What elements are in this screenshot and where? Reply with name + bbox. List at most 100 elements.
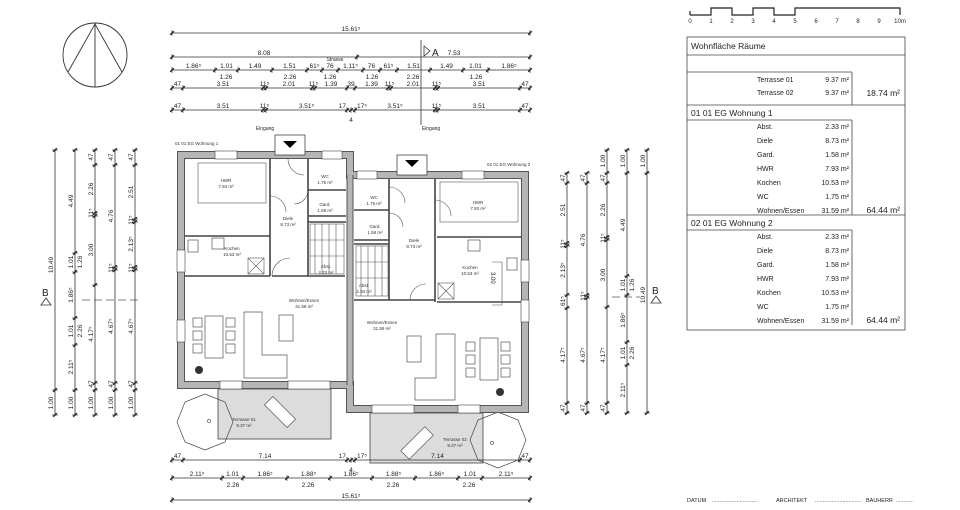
room-terrasse-1-area: 9.37 m²: [236, 423, 252, 428]
dimension-label: 1.00: [620, 154, 627, 167]
terrace-row-area: 9.37 m²: [825, 77, 849, 84]
dimension-label: 47: [128, 380, 135, 388]
scale-tick-label: 8: [856, 19, 860, 25]
dimension-label: 1.01: [620, 346, 627, 359]
dimension-label: 2.26: [227, 482, 240, 489]
unit-room-row-name: WC: [757, 304, 769, 311]
dimension-label: 3.51: [217, 81, 230, 88]
dimension-label: 2.26: [77, 324, 84, 337]
dimension-label: 1.00: [640, 154, 647, 167]
dimension-label: 47: [600, 174, 607, 182]
dimension-label: 1.26: [220, 74, 233, 81]
room-wohnen-2-name: Wohnen/Essen: [367, 320, 398, 325]
dimension-label: 11⁵: [128, 263, 135, 273]
sun-lounger-icon: [263, 395, 434, 460]
dimension-label: 2.26: [88, 182, 95, 195]
dimension-label: 17⁵: [357, 453, 367, 460]
dimension-label: 47: [174, 103, 182, 110]
room-wohnen-2-area: 31.59 m²: [373, 326, 391, 331]
unit-room-row-name: Kochen: [757, 180, 781, 187]
dimension-label: 11⁵: [88, 208, 95, 218]
svg-text:..............................: ..............................: [815, 498, 861, 504]
dimension-label: 2.26: [387, 482, 400, 489]
dimension-label: 47: [560, 174, 567, 182]
unit-room-row-area: 7.93 m²: [825, 276, 849, 283]
plant-icon: [195, 366, 504, 396]
dimension-label: 7.14: [259, 453, 272, 460]
unit-room-row-name: Abst.: [757, 124, 773, 131]
unit-title: 01 01 EG Wohnung 1: [691, 108, 773, 118]
dimension-label: 76: [368, 63, 376, 70]
section-marker-a: A: [420, 40, 439, 125]
dimension-label: 1.86⁵: [620, 312, 627, 328]
scale-tick-label: 7: [835, 19, 839, 25]
umbrella-icon: [176, 393, 527, 469]
room-abst-2-area: 2.33 m²: [356, 289, 372, 294]
unit-room-row-area: 10.53 m²: [821, 290, 849, 297]
dimension-label: 1.26: [470, 74, 483, 81]
dimension-label: 3.51: [217, 103, 230, 110]
unit-room-row-name: HWR: [757, 166, 774, 173]
dimension-label: 1.88⁵: [301, 471, 317, 478]
dimension-label: 7.53: [448, 50, 461, 57]
dimension-label: 1.49: [440, 63, 453, 70]
dimension-label: 47: [521, 453, 529, 460]
entrance-label-2: Eingang: [422, 126, 441, 132]
scale-tick-label: 1: [709, 19, 713, 25]
unit-room-row-name: HWR: [757, 276, 774, 283]
dimension-label: 1.11⁵: [343, 63, 358, 70]
dimension-label: 2.11⁵: [620, 382, 627, 397]
dimension-label: 1.26: [366, 74, 379, 81]
room-hwr-1-name: HWR: [221, 178, 232, 183]
dimension-label: 2.01: [407, 81, 420, 88]
dimension-label: 3.00: [88, 243, 95, 256]
dimension-label: 1.00: [128, 396, 135, 409]
svg-text:ARCHITEKT: ARCHITEKT: [776, 498, 808, 504]
dimension-label: 2.01: [283, 81, 296, 88]
scale-tick-label: 3: [751, 19, 755, 25]
dimension-label: 47: [174, 81, 182, 88]
dimension-label: 47: [560, 404, 567, 412]
unit-2-label: 02 01 EG Wohnung 2: [487, 162, 531, 167]
dimension-label: 17⁵: [357, 103, 367, 110]
dimension-label: 1.49: [249, 63, 262, 70]
dimension-label: 1.86⁵: [257, 471, 273, 478]
dining-table-1: [192, 315, 236, 359]
dimension-label: 11⁵: [108, 263, 115, 273]
entrance-2: [396, 154, 428, 176]
dimension-label: 1.00: [68, 396, 75, 409]
dimension-label: 61⁵: [560, 296, 567, 306]
dimension-label: 11⁵: [600, 233, 607, 243]
unit-room-row-area: 8.73 m²: [825, 248, 849, 255]
dimension-label: 47: [108, 153, 115, 161]
dimension-label: 8.08: [258, 50, 271, 57]
dimension-label: 2.26: [302, 482, 315, 489]
dimension-label: 15.61⁵: [342, 493, 361, 500]
dimension-label: 1.01: [220, 63, 233, 70]
entrance-1: [274, 134, 306, 156]
dimension-label: 1.00: [88, 396, 95, 409]
room-wc-2-area: 1.75 m²: [366, 201, 382, 206]
dimension-label: 11⁵: [128, 215, 135, 225]
room-gard-1-name: Gard.: [319, 202, 330, 207]
dimension-label: 2.11⁵: [190, 471, 205, 478]
room-gard-1-area: 1.58 m²: [317, 208, 333, 213]
room-diele-1-name: Diele: [283, 216, 294, 221]
unit-room-row-area: 7.93 m²: [825, 166, 849, 173]
dimension-label: 2.51: [560, 203, 567, 216]
room-diele-2-name: Diele: [409, 238, 420, 243]
dimension-label: 4: [349, 467, 353, 474]
terrace-row-name: Terrasse 02: [757, 90, 794, 97]
unit-room-row-name: Wohnen/Essen: [757, 318, 804, 325]
dimension-label: 1.00: [108, 396, 115, 409]
dimension-label: 47: [88, 380, 95, 388]
room-kochen-1-area: 10.53 m²: [223, 252, 241, 257]
dimension-label: 2.13⁵: [128, 236, 135, 252]
unit-room-row-area: 1.75 m²: [825, 194, 849, 201]
room-wc-1-area: 1.75 m²: [317, 180, 333, 185]
terrace-row-name: Terrasse 01: [757, 77, 794, 84]
room-terrasse-2-name: Terrasse 02: [443, 437, 467, 442]
scale-tick-label: 2: [730, 19, 734, 25]
